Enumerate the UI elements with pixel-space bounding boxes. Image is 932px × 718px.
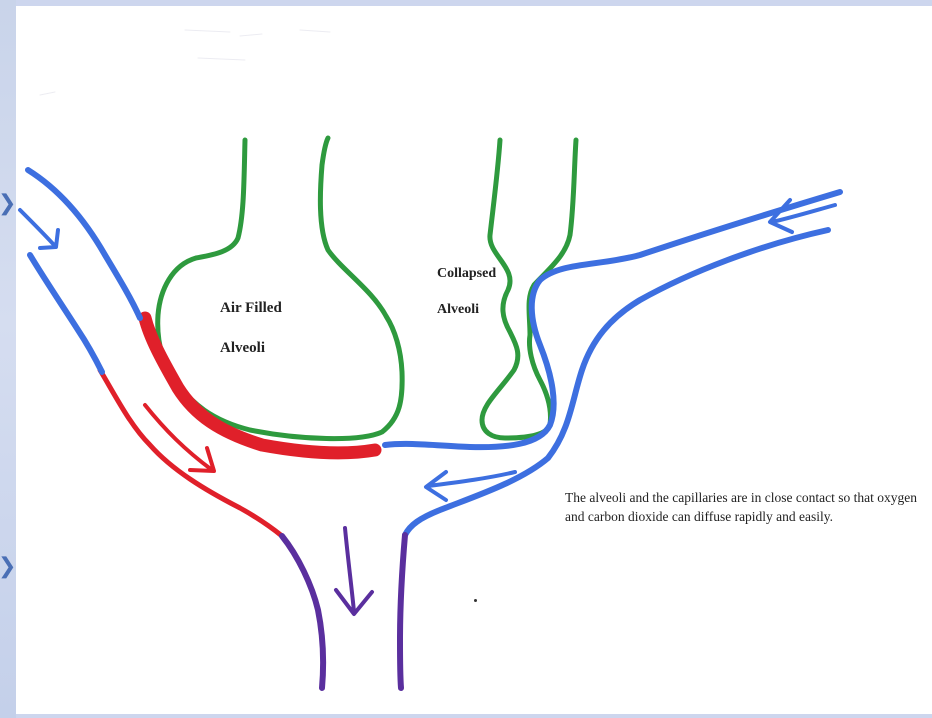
collapsed-label: Collapsed <box>437 266 496 282</box>
mixed-outflow-left <box>282 536 323 688</box>
inflow-arrow <box>20 210 58 248</box>
air-filled-label-line2: Alveoli <box>220 340 265 357</box>
collapsed-alveolus-outline <box>482 140 576 438</box>
collapsed-label-line2: Alveoli <box>437 302 479 318</box>
deoxygenated-inflow-inner <box>30 255 102 372</box>
mixed-outflow-right <box>400 535 405 688</box>
faint-artifacts <box>40 30 330 95</box>
air-filled-alveolus-outline <box>158 138 402 439</box>
stray-dot <box>474 599 477 602</box>
air-filled-label: Air Filled <box>220 300 282 317</box>
diagram-caption: The alveoli and the capillaries are in c… <box>565 488 927 526</box>
outflow-arrow <box>336 528 372 614</box>
deoxygenated-inflow-outer <box>28 170 140 318</box>
